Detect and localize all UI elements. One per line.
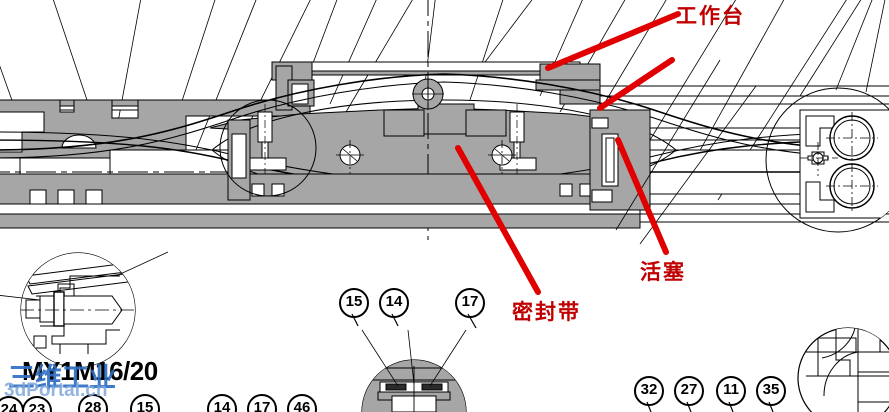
balloon-callout: 15 [339,288,369,318]
base-slots [29,183,593,205]
balloon-callout: 17 [455,288,485,318]
arrow-worktable-2 [597,57,675,111]
balloon-callout: 15 [130,394,160,412]
balloon-callout: 27 [674,376,704,406]
balloon-callout: 17 [247,394,277,412]
detail-circle-middle [219,99,317,197]
watermark-url: 3dPortal.cn [4,380,108,401]
annotation-label-piston: 活塞 [640,260,686,284]
arrow-worktable-1 [545,11,681,71]
seal-band-upper [0,73,889,151]
balloon-callout: 32 [634,376,664,406]
balloon-callout: 35 [756,376,786,406]
arrow-piston [615,137,669,255]
balloon-callout: 14 [207,394,237,412]
watermark-text: 三维工业 [8,363,116,394]
centre-mark-right [488,140,516,176]
balloon-callout: 46 [287,394,317,412]
detail-circle-right [765,87,889,233]
annotation-arrows [455,11,681,295]
annotation-label-worktable: 工作台 [676,4,745,28]
port-cross-section [800,142,838,176]
balloon-callout: 28 [78,394,108,412]
slider-bolt-left [249,104,287,180]
centre-mark-left [336,140,364,176]
part-number-label: MY1M16/20 [22,356,158,386]
balloon-callout: 11 [716,376,746,406]
annotation-label-sealband: 密封带 [512,300,581,324]
slider-bolt-right [499,104,537,180]
arrow-sealband [455,145,541,295]
